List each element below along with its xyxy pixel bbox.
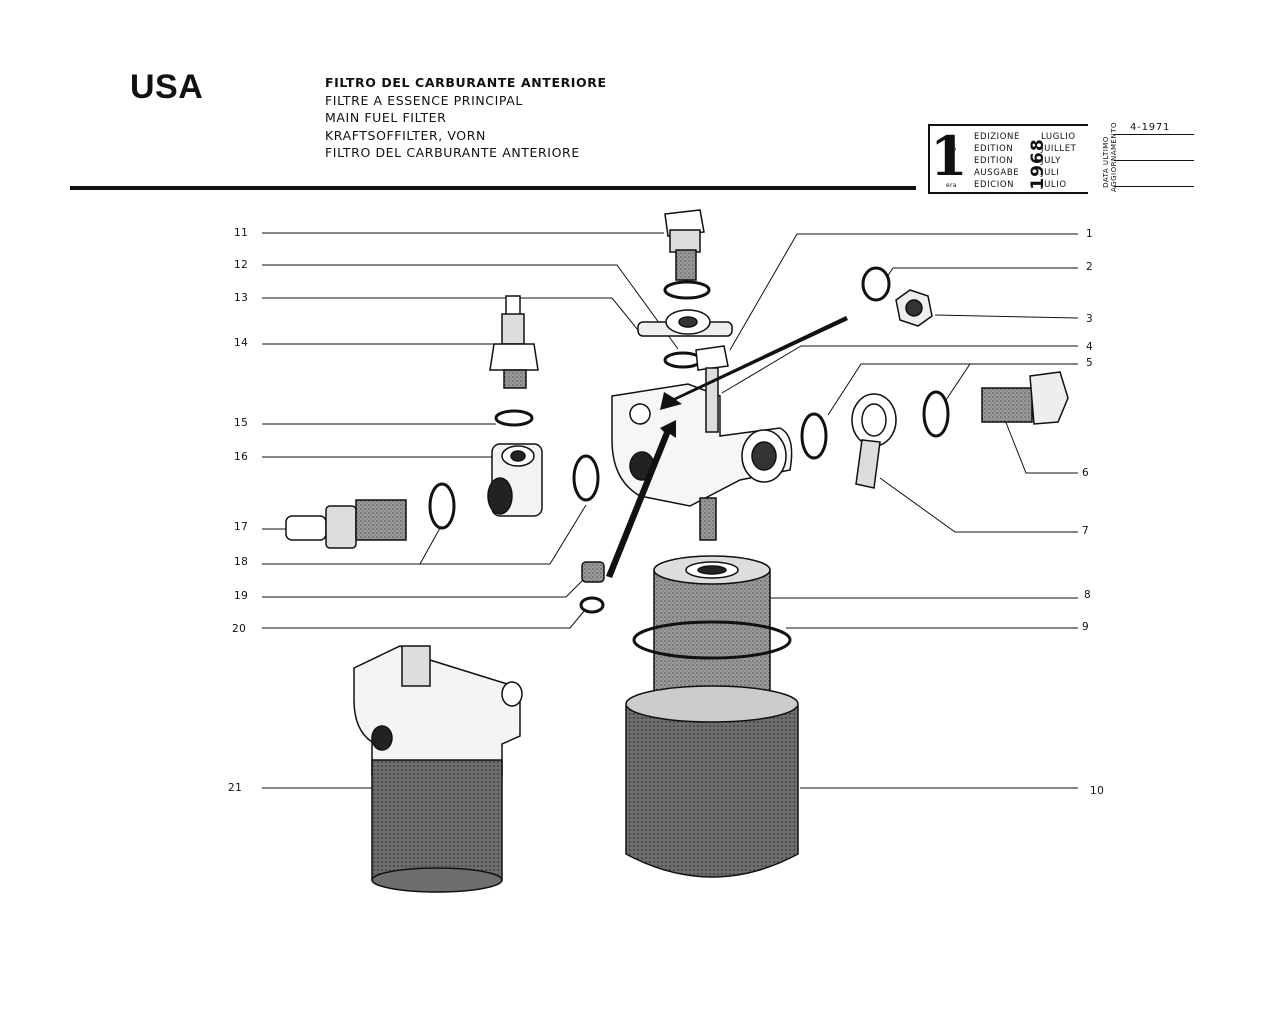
callout-13: 13: [234, 292, 249, 304]
part-2-washer: [861, 266, 891, 302]
callout-10: 10: [1090, 785, 1105, 797]
callout-20: 20: [232, 623, 247, 635]
edition-label-es: EDICION: [974, 180, 1015, 190]
callout-6: 6: [1082, 467, 1090, 479]
part-16-union: [487, 443, 543, 517]
part-17-nipple: [285, 499, 407, 549]
title-english: MAIN FUEL FILTER: [325, 110, 447, 125]
title-german: KRAFTSOFFILTER, VORN: [325, 127, 486, 143]
leader-18b: [419, 527, 441, 565]
callout-18: 18: [234, 556, 249, 568]
leader-2: [884, 267, 1078, 281]
part-6-bolt: [981, 371, 1069, 425]
edition-label-fr: EDITION: [974, 144, 1014, 154]
title-italian: FILTRO DEL CARBURANTE ANTERIORE: [325, 75, 607, 90]
part-14-sensor: [489, 295, 539, 389]
callout-14: 14: [234, 337, 249, 349]
part-1-filter-head: [611, 383, 793, 541]
leader-7: [879, 477, 1078, 533]
part-5-washer-b: [922, 390, 950, 438]
title-block: FILTRO DEL CARBURANTE ANTERIORE FILTRE A…: [325, 74, 607, 162]
update-line-3: [1114, 186, 1194, 187]
part-21-assembly: [353, 645, 523, 893]
callout-3: 3: [1086, 313, 1094, 325]
callout-15: 15: [234, 417, 249, 429]
leader-6: [1002, 414, 1078, 474]
title-spanish: FILTRO DEL CARBURANTE ANTERIORE: [325, 145, 580, 160]
leader-5b: [827, 363, 970, 416]
edition-label-it: EDIZIONE: [974, 132, 1020, 142]
edition-ord-en: st: [946, 158, 953, 165]
part-3-nut: [895, 289, 933, 327]
callout-21: 21: [228, 782, 243, 794]
callout-19: 19: [234, 590, 249, 602]
part-5-washer-a: [800, 412, 828, 460]
callout-4: 4: [1086, 341, 1094, 353]
callout-5: 5: [1086, 357, 1094, 369]
edition-number: 1: [930, 124, 968, 188]
callout-11: 11: [234, 227, 249, 239]
part-18-washer-a: [428, 482, 456, 530]
edition-ord-fr: ere: [946, 146, 957, 153]
leader-3: [934, 314, 1079, 319]
edition-month-de: JULI: [1041, 168, 1060, 178]
edition-month-en: JULY: [1041, 156, 1061, 166]
callout-7: 7: [1082, 525, 1090, 537]
callout-1: 1: [1086, 228, 1094, 240]
part-8-filter-element: [653, 555, 771, 703]
update-line-2: [1114, 160, 1194, 161]
header-rule: [70, 186, 916, 190]
part-12-washer-lower: [663, 351, 703, 369]
edition-ord-it: a: [946, 134, 950, 141]
callout-17: 17: [234, 521, 249, 533]
leader-lines-right: [721, 233, 1079, 789]
flow-arrow-top: [660, 316, 848, 410]
leader-20: [262, 609, 586, 629]
part-13-banjo: [637, 309, 733, 337]
part-12-washer: [663, 280, 711, 300]
callout-9: 9: [1082, 621, 1090, 633]
edition-box: 1 a ere st era EDIZIONE EDITION EDITION …: [928, 124, 1088, 194]
update-line-1: [1114, 134, 1194, 135]
callout-8: 8: [1084, 589, 1092, 601]
part-18-washer-b: [572, 454, 600, 502]
edition-month-es: JULIO: [1041, 180, 1067, 190]
edition-month-it: LUGLIO: [1041, 132, 1076, 142]
part-9-gasket: [632, 620, 792, 660]
leader-18: [262, 504, 587, 565]
leader-19: [262, 577, 586, 598]
part-20-washer: [579, 596, 605, 614]
callout-12: 12: [234, 259, 249, 271]
leader-12: [262, 264, 679, 350]
part-11-bolt: [664, 209, 705, 281]
edition-month-fr: JUILLET: [1041, 144, 1077, 154]
flow-arrow-bottom: [606, 420, 676, 578]
region-label: USA: [130, 68, 204, 106]
update-date: 4-1971: [1130, 122, 1171, 133]
part-10-bowl: [625, 685, 799, 878]
callout-2: 2: [1086, 261, 1094, 273]
leader-lines-left: [262, 232, 679, 789]
callout-16: 16: [234, 451, 249, 463]
leader-4: [721, 345, 1078, 394]
edition-label-en: EDITION: [974, 156, 1014, 166]
edition-ord-es: era: [946, 182, 957, 189]
leader-1: [729, 233, 1078, 351]
leader-13: [262, 297, 643, 336]
part-19-plug: [581, 561, 605, 583]
part-7-banjo: [851, 393, 897, 489]
part-15-washer: [494, 409, 534, 427]
edition-label-de: AUSGABE: [974, 168, 1020, 178]
title-french: FILTRE A ESSENCE PRINCIPAL: [325, 92, 523, 108]
